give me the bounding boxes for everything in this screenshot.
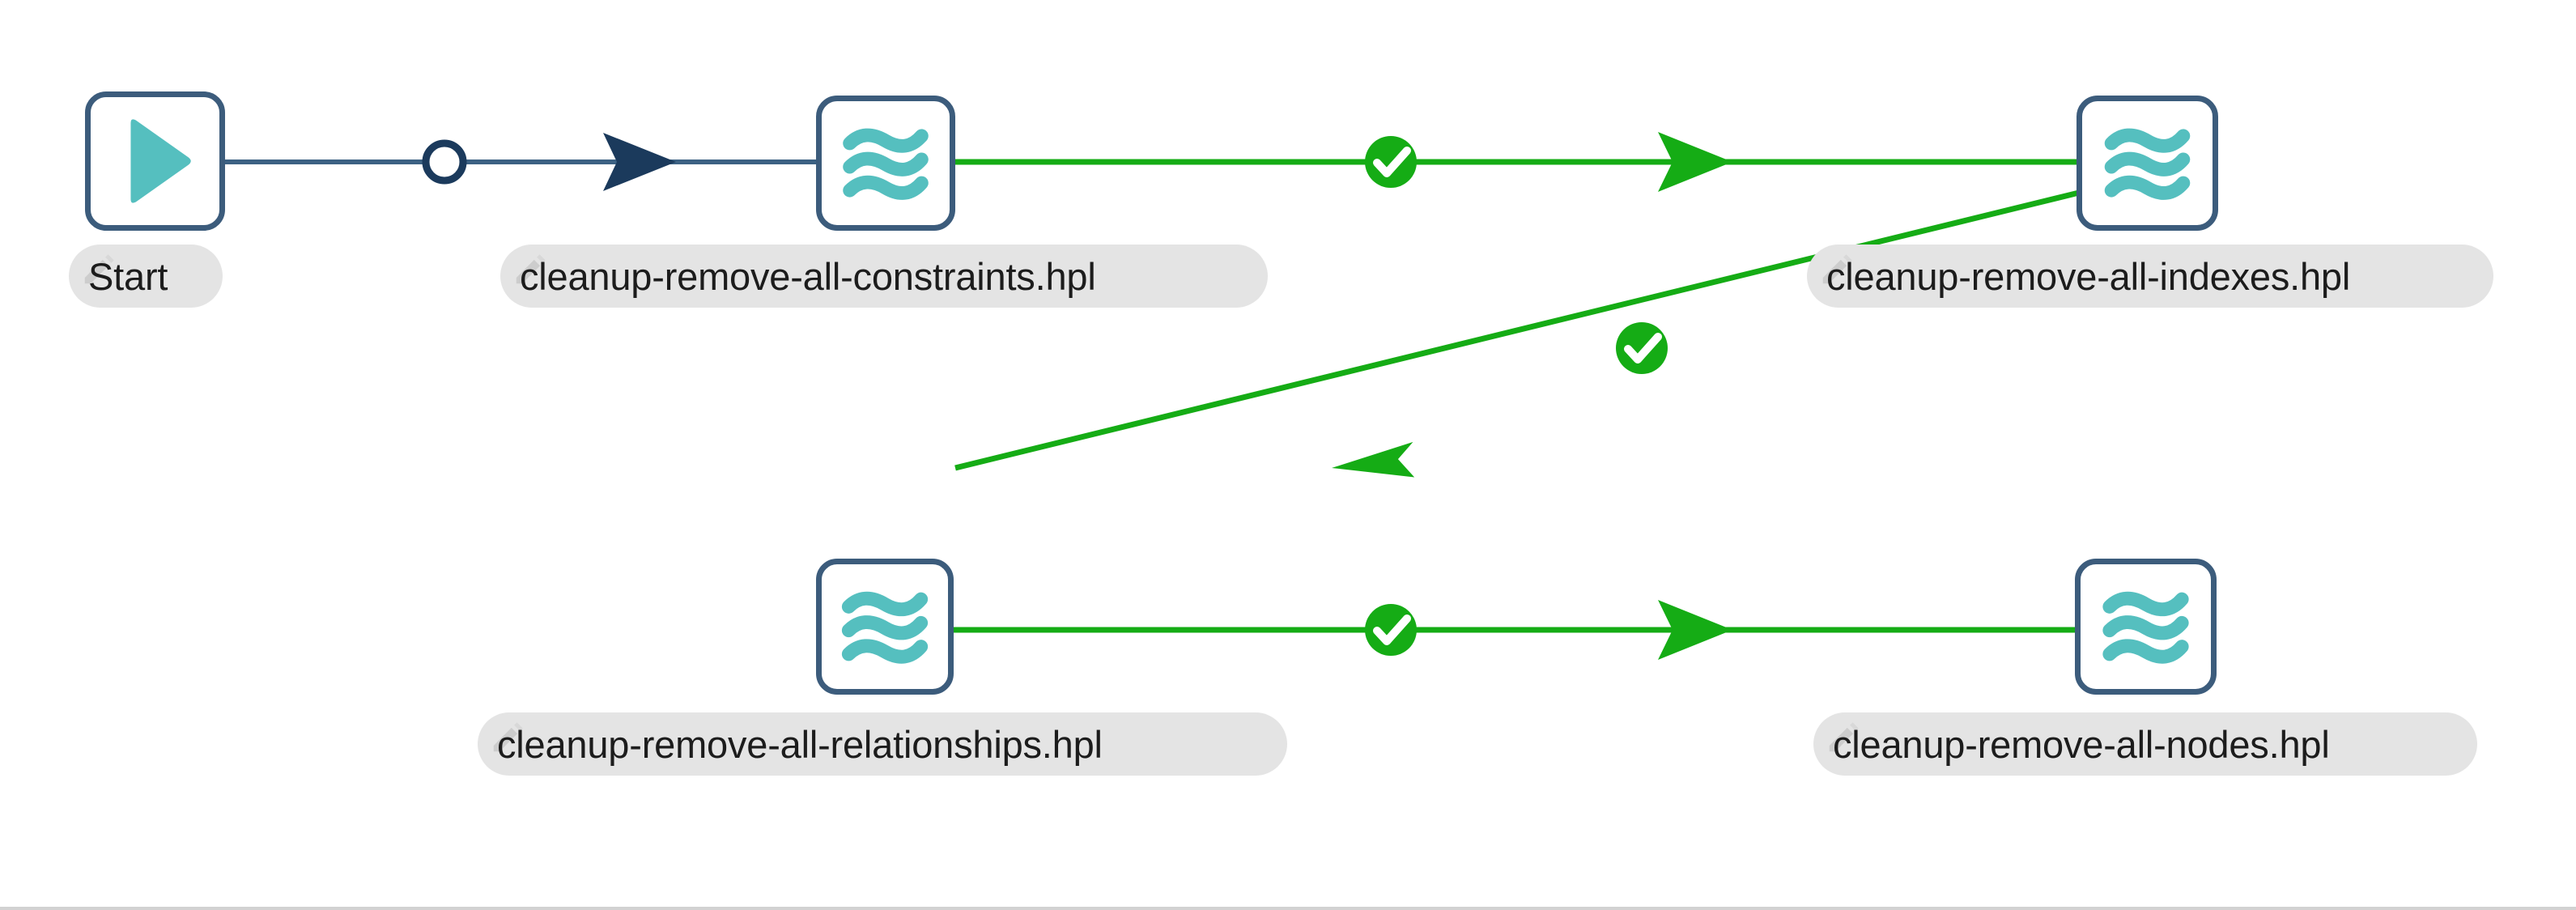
node-label-text: cleanup-remove-all-nodes.hpl [1833,722,2330,766]
play-triangle-icon [130,119,191,203]
workflow-node-nodes[interactable] [2075,559,2217,695]
node-label-constraints[interactable]: cleanup-remove-all-constraints.hpl [500,245,1268,308]
hop-arrowhead-icon [603,133,676,191]
hop-status-check-icon[interactable] [1365,604,1417,656]
hop-arrowhead-icon [1658,600,1732,660]
node-label-text: cleanup-remove-all-indexes.hpl [1826,254,2351,298]
node-label-text: cleanup-remove-all-relationships.hpl [497,722,1103,766]
hop-arrowhead-icon [1332,441,1415,478]
hop-status-check-icon[interactable] [1616,322,1668,374]
hop-constraints-to-indexes[interactable] [955,132,2079,192]
pipeline-waves-icon [2102,591,2189,664]
node-label-relationships[interactable]: cleanup-remove-all-relationships.hpl [478,712,1287,776]
pencil-edit-icon [516,254,546,284]
hop-relationships-to-nodes[interactable] [954,600,2077,660]
pencil-edit-icon [84,254,114,284]
workflow-node-indexes[interactable] [2077,96,2218,231]
pencil-edit-icon [493,722,523,752]
hop-indexes-to-relationships[interactable] [954,189,2080,487]
node-label-start[interactable]: Start [69,245,223,308]
pencil-edit-icon [1822,254,1852,284]
workflow-node-constraints[interactable] [816,96,955,231]
pencil-edit-icon [1829,722,1859,752]
pipeline-waves-icon [2104,128,2191,200]
hop-arrowhead-icon [1658,132,1732,192]
node-label-nodes[interactable]: cleanup-remove-all-nodes.hpl [1813,712,2477,776]
workflow-node-relationships[interactable] [816,559,954,695]
workflow-node-start[interactable] [85,91,225,231]
pipeline-waves-icon [841,591,929,664]
node-label-text: Start [88,254,168,298]
hop-status-check-icon[interactable] [1365,136,1417,188]
node-label-indexes[interactable]: cleanup-remove-all-indexes.hpl [1807,245,2493,308]
hop-line [954,189,2080,471]
pipeline-waves-icon [843,128,929,200]
hop-hollow-circle-icon[interactable] [422,139,467,185]
node-label-text: cleanup-remove-all-constraints.hpl [520,254,1096,298]
hop-start-to-constraints[interactable] [225,133,819,191]
